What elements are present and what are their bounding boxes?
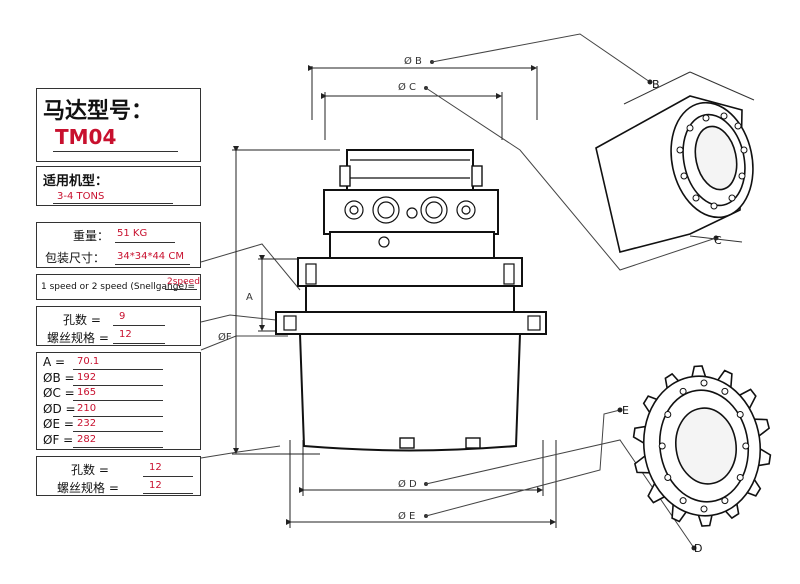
hole-count-label: 孔数 = [63, 313, 101, 327]
weight-value: 51 KG [117, 228, 148, 239]
dimension-value: 210 [77, 402, 97, 414]
dimension-label: ØB = [43, 370, 75, 385]
sprocket-hole [658, 442, 666, 450]
callout-c: C [714, 234, 722, 247]
underline [53, 151, 178, 152]
label-diameter-f: ØF [218, 331, 232, 343]
holes-top-box: 孔数 = 9 螺丝规格 = 12 [36, 306, 201, 346]
holes-bottom-box: 孔数 = 12 螺丝规格 = 12 [36, 456, 201, 496]
underline [73, 384, 163, 386]
underline [143, 476, 193, 477]
thread-value: 12 [149, 480, 162, 491]
sprocket-hole [721, 387, 729, 395]
dimension-label: A = [43, 355, 66, 369]
underline [73, 431, 163, 432]
frame-bolt-holes [676, 112, 748, 210]
speed-value: 2speed [167, 277, 200, 287]
underline [73, 415, 163, 417]
machine-box: 适用机型： 3-4 TONS [36, 166, 201, 206]
dimension-label: ØC = [43, 386, 75, 400]
sprocket-hole [736, 411, 744, 418]
motor-model-value: TM04 [55, 125, 117, 149]
sprocket-illustration [632, 365, 772, 527]
package-value: 34*34*44 CM [117, 251, 184, 262]
callout-e: E [622, 404, 629, 417]
label-diameter-b: Ø B [404, 55, 422, 67]
weight-label: 重量： [73, 229, 110, 243]
underline [73, 446, 163, 448]
dimension-lines [232, 65, 557, 528]
callout-lines [425, 33, 717, 549]
underline [113, 325, 165, 326]
underline [73, 369, 163, 370]
sprocket-hole [664, 474, 672, 481]
dimension-value: 282 [77, 433, 97, 445]
sprocket-hole [721, 497, 729, 505]
sprocket-bolt-holes [658, 379, 750, 513]
label-a: A [246, 292, 253, 303]
thread-value: 12 [119, 329, 132, 340]
motor-body [275, 149, 547, 452]
sprocket-hole [736, 474, 744, 481]
thread-label: 螺丝规格 = [47, 331, 109, 345]
callout-b: B [652, 78, 660, 91]
underline [143, 493, 193, 494]
dimension-value: 70.1 [77, 356, 100, 367]
dimension-label: ØE = [43, 417, 74, 431]
hole-count-value: 9 [119, 311, 126, 322]
hole-count-value: 12 [149, 462, 162, 473]
underline [165, 289, 197, 290]
machine-heading: 适用机型： [43, 174, 109, 189]
callout-d: D [694, 542, 702, 555]
sprocket-hole [679, 387, 687, 395]
sprocket-hole [664, 411, 672, 418]
leader-lines [200, 243, 301, 459]
speed-box: 1 speed or 2 speed (Snellgange)= 2speed [36, 274, 201, 300]
machine-value: 3-4 TONS [57, 191, 105, 202]
thread-label: 螺丝规格 = [57, 481, 119, 495]
package-label: 包装尺寸： [45, 251, 106, 265]
weight-package-box: 重量： 51 KG 包装尺寸： 34*34*44 CM [36, 222, 201, 268]
underline [113, 343, 165, 344]
underline [115, 242, 175, 243]
sprocket-hole [742, 442, 750, 450]
dimension-label: ØD = [43, 401, 76, 416]
motor-model-heading: 马达型号： [43, 99, 154, 124]
sprocket-hole [700, 505, 708, 513]
sprocket-hole [700, 379, 708, 387]
underline [53, 203, 173, 204]
label-diameter-c: Ø C [398, 81, 416, 93]
underline [115, 264, 190, 265]
track-frame-illustration [595, 95, 754, 253]
label-diameter-e: Ø E [398, 510, 415, 522]
dimension-value: 192 [77, 371, 97, 383]
dimension-label: ØF = [43, 432, 74, 447]
motor-details [283, 159, 541, 331]
callout-markers: B C D E [617, 78, 722, 555]
dimension-value: 232 [77, 418, 97, 429]
label-diameter-d: Ø D [398, 478, 417, 490]
underline [73, 400, 163, 401]
hole-count-label: 孔数 = [71, 463, 109, 477]
frame-dimension-lines [623, 71, 755, 243]
sprocket-hole [679, 497, 687, 505]
dimension-value: 165 [77, 387, 97, 398]
motor-model-box: 马达型号： TM04 [36, 88, 201, 162]
speed-label: 1 speed or 2 speed (Snellgange)= [41, 282, 196, 292]
